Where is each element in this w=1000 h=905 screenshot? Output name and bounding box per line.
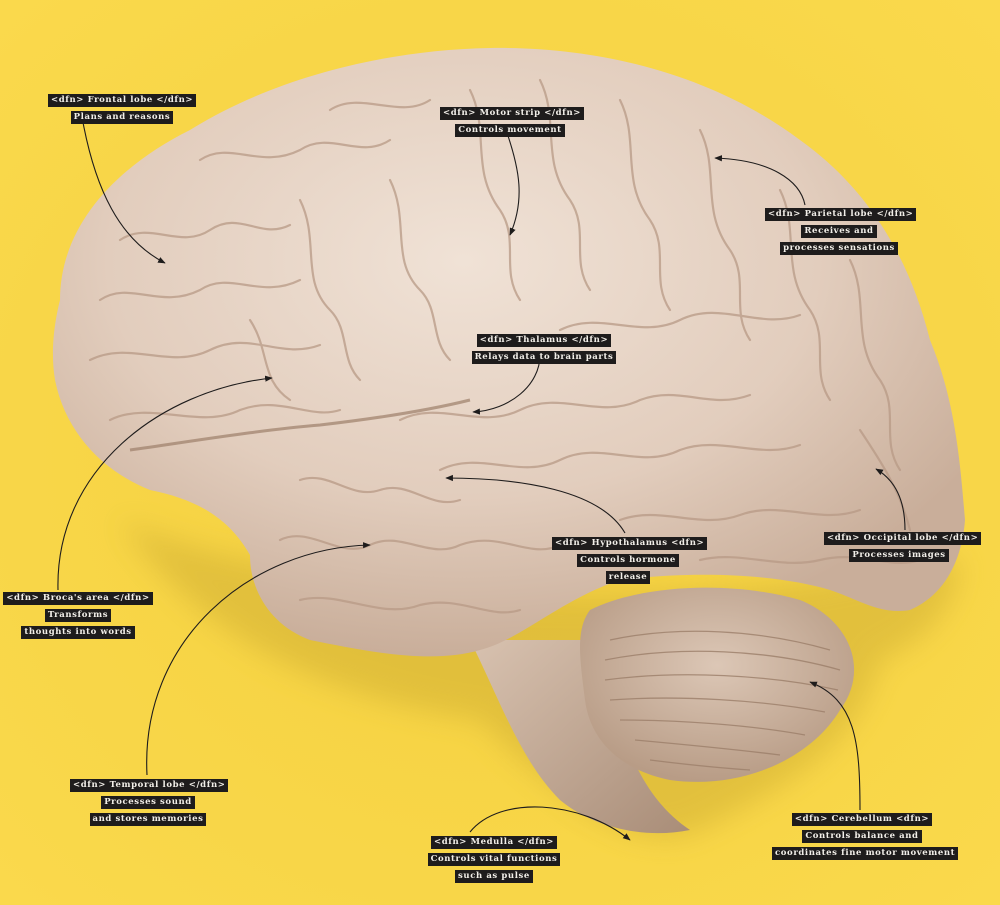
label-description: Relays data to brain parts [471, 351, 617, 364]
label-hypothalamus: <dfn> Hypothalamus <dfn> Controls hormon… [552, 533, 708, 584]
arrow-brocas-area [57, 375, 273, 591]
arrow-hypothalamus [445, 474, 626, 534]
label-description: coordinates fine motor movement [772, 847, 959, 860]
label-title: <dfn> Occipital lobe </dfn> [824, 532, 982, 545]
label-description: Controls balance and [802, 830, 922, 843]
label-description: Plans and reasons [70, 111, 174, 124]
label-thalamus: <dfn> Thalamus </dfn> Relays data to bra… [468, 330, 620, 364]
label-frontal-lobe: <dfn> Frontal lobe </dfn> Plans and reas… [48, 90, 197, 124]
label-title: <dfn> Hypothalamus <dfn> [552, 537, 708, 550]
label-title: <dfn> Broca's area </dfn> [3, 592, 153, 605]
label-parietal-lobe: <dfn> Parietal lobe </dfn> Receives and … [765, 204, 917, 255]
label-title: <dfn> Frontal lobe </dfn> [48, 94, 197, 107]
label-description: Transforms [44, 609, 112, 622]
label-title: <dfn> Temporal lobe </dfn> [70, 779, 229, 792]
arrow-temporal-lobe [146, 542, 371, 776]
label-description: release [605, 571, 651, 584]
arrow-cerebellum [809, 681, 861, 811]
label-title: <dfn> Thalamus </dfn> [476, 334, 612, 347]
label-description: such as pulse [455, 870, 533, 883]
arrow-parietal-lobe [714, 155, 806, 206]
label-description: Processes images [849, 549, 949, 562]
label-description: Controls hormone [577, 554, 679, 567]
label-description: Receives and [801, 225, 877, 238]
label-description: Processes sound [101, 796, 195, 809]
label-medulla: <dfn> Medulla </dfn> Controls vital func… [418, 832, 570, 883]
label-description: processes sensations [780, 242, 898, 255]
arrow-motor-strip [505, 129, 520, 236]
arrow-occipital-lobe [875, 468, 906, 531]
label-title: <dfn> Motor strip </dfn> [440, 107, 584, 120]
label-occipital-lobe: <dfn> Occipital lobe </dfn> Processes im… [824, 528, 982, 562]
label-description: Controls vital functions [427, 853, 561, 866]
label-temporal-lobe: <dfn> Temporal lobe </dfn> Processes sou… [70, 775, 229, 826]
label-title: <dfn> Parietal lobe </dfn> [765, 208, 917, 221]
arrow-medulla [469, 806, 631, 841]
label-title: <dfn> Medulla </dfn> [431, 836, 557, 849]
label-title: <dfn> Cerebellum <dfn> [791, 813, 933, 826]
label-motor-strip: <dfn> Motor strip </dfn> Controls moveme… [440, 103, 584, 137]
label-brocas-area: <dfn> Broca's area </dfn> Transforms tho… [3, 588, 153, 639]
label-description: thoughts into words [21, 626, 135, 639]
label-cerebellum: <dfn> Cerebellum <dfn> Controls balance … [772, 809, 959, 860]
arrow-frontal-lobe [81, 116, 166, 264]
label-description: Controls movement [455, 124, 565, 137]
arrow-thalamus [472, 354, 541, 415]
label-description: and stores memories [89, 813, 207, 826]
